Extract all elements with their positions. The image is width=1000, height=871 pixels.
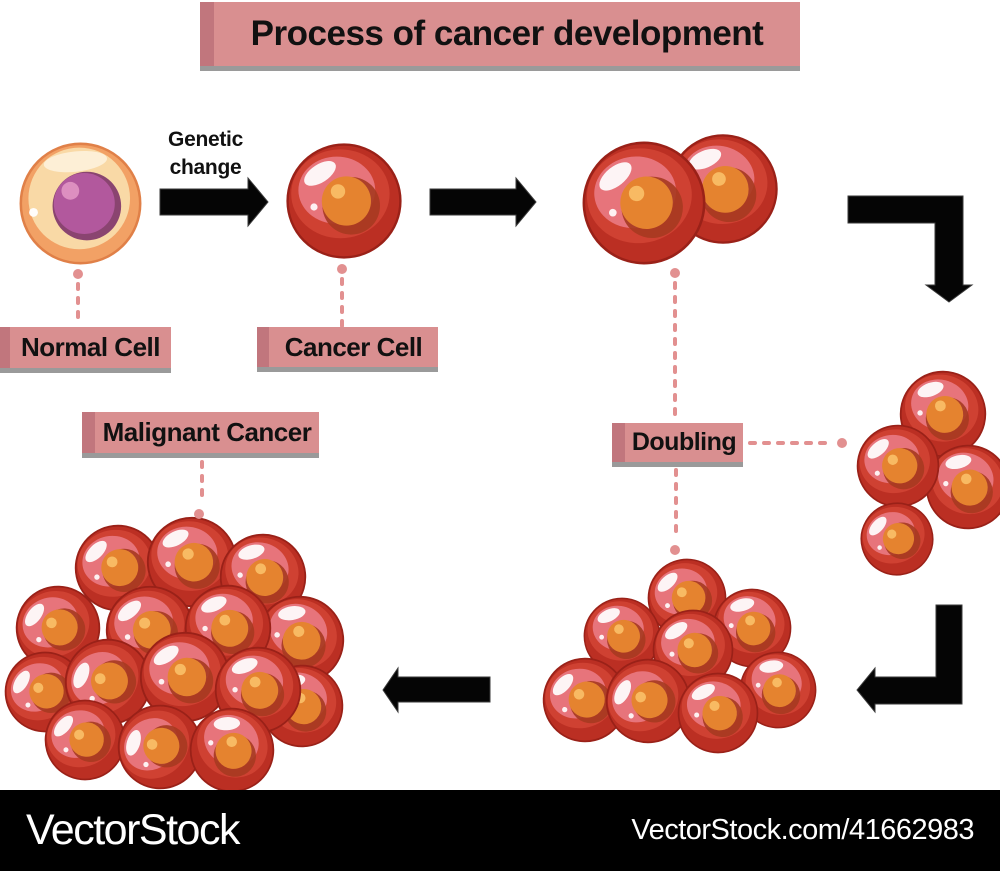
connector-dot — [337, 264, 347, 274]
normal-cell-illustration — [19, 142, 142, 265]
genetic-change-line1: Genetic — [168, 128, 243, 151]
arrow-left-to-malignant-icon — [382, 666, 491, 714]
vectorstock-logo: VectorStock — [26, 806, 240, 854]
cancer-cell-illustration — [286, 143, 402, 259]
label-doubling: Doubling — [612, 423, 743, 462]
connector-dot — [670, 545, 680, 555]
connector-dot — [837, 438, 847, 448]
tumor-cluster-illustration — [533, 552, 829, 759]
watermark-footer: VectorStock VectorStock.com/41662983 — [0, 790, 1000, 871]
label-malignant-cancer: Malignant Cancer — [82, 412, 319, 453]
label-cancer-cell: Cancer Cell — [257, 327, 438, 367]
malignant-tumor-illustration — [0, 512, 359, 808]
watermark-url: VectorStock.com/41662983 — [631, 814, 974, 846]
genetic-change-line2: change — [169, 156, 242, 180]
arrow-elbow-left-icon — [856, 604, 963, 714]
two-cell-doubling-illustration — [576, 125, 787, 271]
arrow-elbow-down-icon — [847, 195, 974, 303]
connector-dot — [670, 268, 680, 278]
label-normal-cell: Normal Cell — [0, 327, 171, 368]
genetic-change-annotation: Genetic change — [148, 126, 263, 183]
connector-dot — [73, 269, 83, 279]
connector-dot — [194, 509, 204, 519]
four-cell-cluster-illustration — [851, 361, 1000, 584]
arrow-right-genetic-change-icon — [159, 176, 269, 228]
arrow-right-to-doubling-icon — [429, 176, 537, 228]
page-title: Process of cancer development — [200, 2, 800, 66]
